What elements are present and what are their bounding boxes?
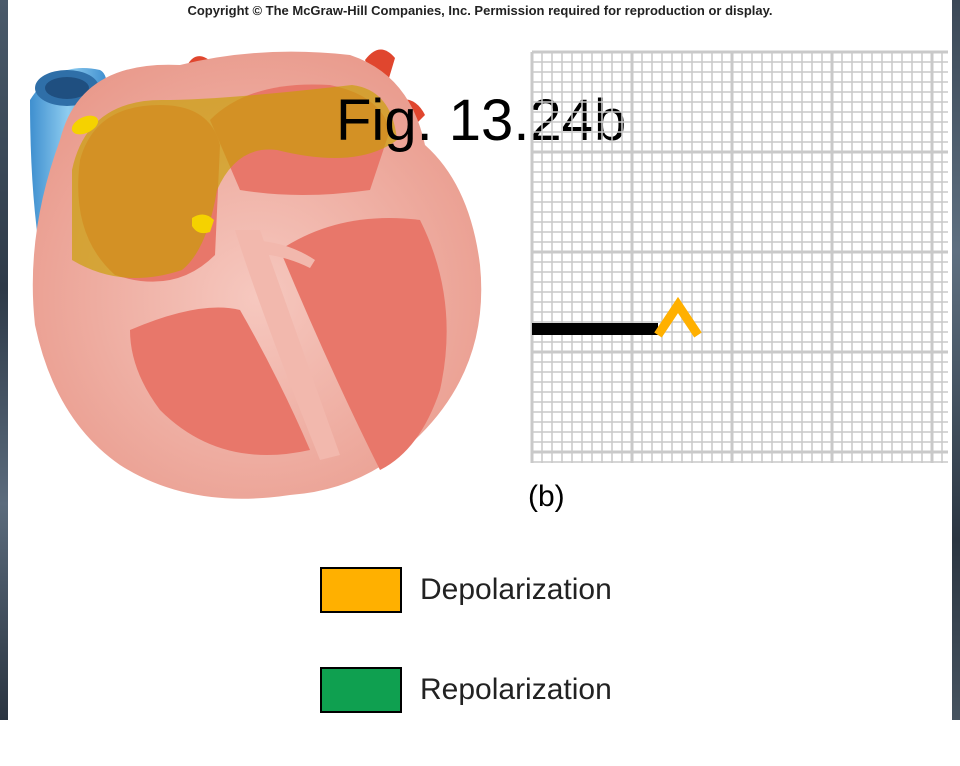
left-ventricle xyxy=(280,218,447,470)
legend-item-repolarization: Repolarization xyxy=(320,666,612,714)
sa-node xyxy=(71,115,99,135)
valve-flap xyxy=(245,240,315,268)
left-edge-strip xyxy=(0,0,8,720)
legend-label: Depolarization xyxy=(420,573,612,606)
legend: Depolarization Repolarization xyxy=(320,566,612,766)
legend-label: Repolarization xyxy=(420,673,612,706)
av-node xyxy=(192,214,214,234)
figure-title: Fig. 13.24b xyxy=(336,88,627,153)
repolarization-swatch xyxy=(320,667,402,713)
atria-depolarization-overlay xyxy=(72,85,397,278)
right-edge-strip xyxy=(952,0,960,720)
ecg-grid xyxy=(530,50,948,463)
panel-label: (b) xyxy=(528,480,565,513)
ecg-p-wave xyxy=(654,296,702,338)
heart-illustration xyxy=(30,49,482,499)
legend-item-depolarization: Depolarization xyxy=(320,566,612,614)
copyright-notice: Copyright © The McGraw-Hill Companies, I… xyxy=(187,3,773,18)
interventricular-septum xyxy=(235,230,340,460)
depolarization-swatch xyxy=(320,567,402,613)
right-ventricle xyxy=(130,307,310,455)
